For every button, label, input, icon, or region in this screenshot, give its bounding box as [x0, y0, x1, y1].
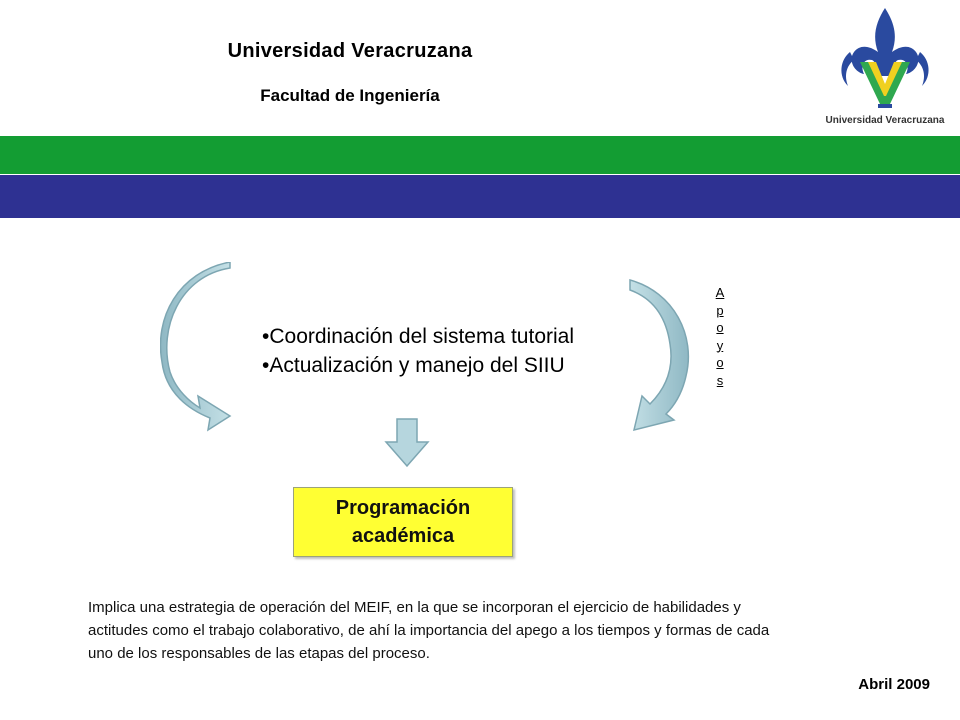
description-paragraph: Implica una estrategia de operación del …: [88, 599, 770, 662]
date-label: Abril 2009: [858, 676, 930, 693]
vertical-letter: y: [716, 337, 724, 353]
vertical-letter: A: [715, 285, 725, 300]
vertical-letter: p: [716, 302, 724, 318]
university-title: Universidad Veracruzana: [227, 40, 473, 62]
vertical-letter: o: [716, 355, 724, 370]
blue-band: [0, 175, 960, 218]
faculty-subtitle: Facultad de Ingeniería: [260, 86, 440, 105]
down-arrow-icon: [384, 418, 430, 468]
university-logo: Universidad Veracruzana: [826, 8, 945, 126]
logo-text: Universidad Veracruzana: [826, 115, 945, 126]
bullet-item: •Coordinación del sistema tutorial: [262, 325, 575, 348]
bullet-item: •Actualización y manejo del SIIU: [262, 354, 565, 377]
programacion-label: Programación académica: [335, 497, 471, 547]
bullet-list: •Coordinación del sistema tutorial •Actu…: [262, 322, 574, 380]
vertical-letter: s: [716, 372, 724, 388]
vertical-letter: o: [716, 320, 724, 335]
left-curved-arrow-icon: [160, 262, 232, 432]
right-curved-arrow-icon: [629, 279, 690, 432]
programacion-box: Programación académica: [293, 487, 513, 557]
vertical-label-apoyos: A p o y o s: [705, 284, 735, 389]
green-band: [0, 136, 960, 174]
